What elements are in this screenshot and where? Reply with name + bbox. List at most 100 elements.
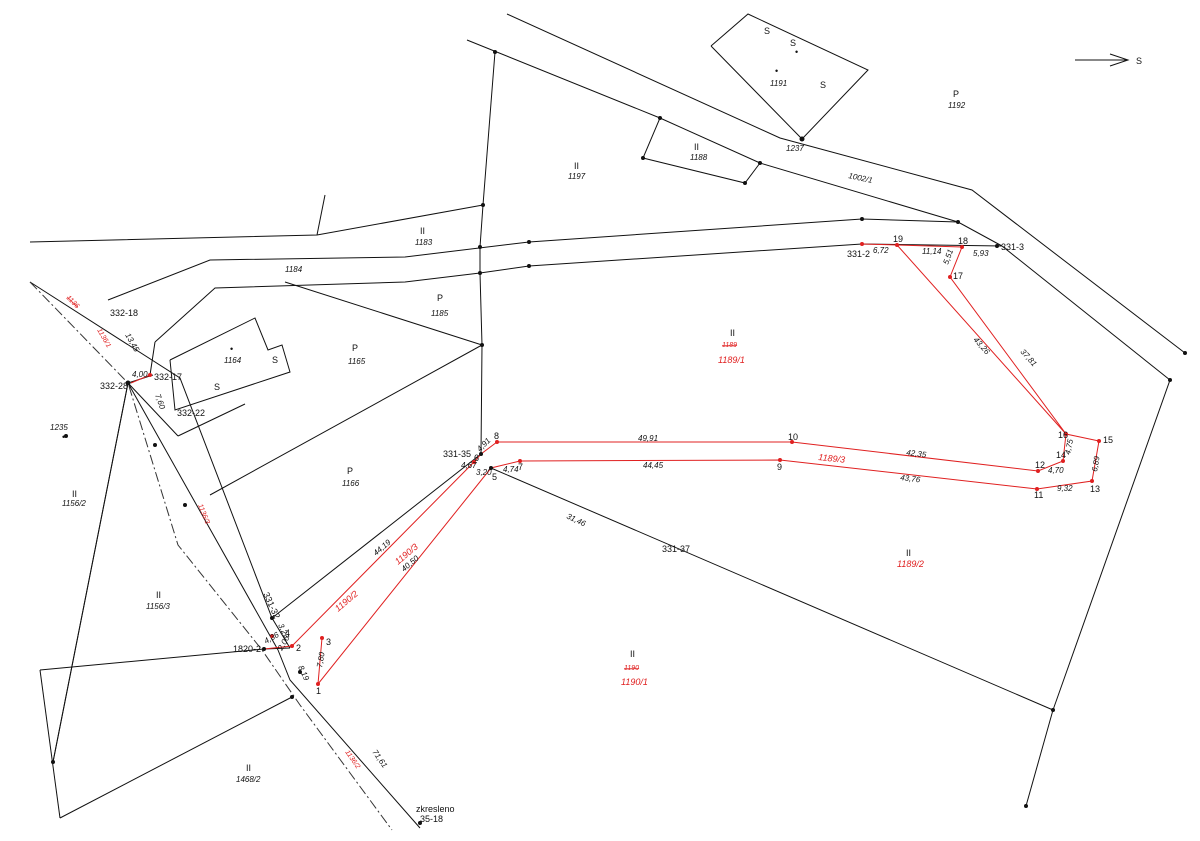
parcel-1189-1: 1189/1 — [718, 355, 745, 365]
svg-text:II: II — [72, 489, 77, 499]
svg-text:17: 17 — [953, 271, 963, 281]
svg-text:42,35: 42,35 — [906, 448, 928, 459]
svg-text:331-32: 331-32 — [261, 591, 282, 621]
svg-text:•: • — [62, 432, 65, 442]
svg-text:II: II — [574, 161, 579, 171]
survey-points-black — [51, 50, 1187, 825]
survey-points-red — [148, 242, 1101, 686]
svg-text:332-28: 332-28 — [100, 381, 128, 391]
svg-text:49,91: 49,91 — [638, 434, 658, 443]
parcel-1136-1: 1136/1 — [95, 328, 112, 350]
svg-text:31,46: 31,46 — [565, 512, 587, 529]
svg-text:332-22: 332-22 — [177, 408, 205, 418]
svg-text:1820-2: 1820-2 — [233, 644, 261, 654]
parcel-1184: 1184 — [285, 265, 303, 274]
svg-text:II: II — [630, 649, 635, 659]
parcel-1235: 1235 — [50, 423, 68, 432]
svg-text:18: 18 — [958, 236, 968, 246]
parcel-1197: 1197 — [568, 172, 586, 181]
svg-text:1: 1 — [316, 686, 321, 696]
svg-text:zkresleno: zkresleno — [416, 804, 455, 814]
svg-text:6,72: 6,72 — [873, 246, 889, 255]
svg-text:10: 10 — [788, 432, 798, 442]
svg-text:•: • — [775, 66, 778, 76]
parcel-1136-3: 1136/3 — [196, 503, 210, 525]
svg-text:3,20: 3,20 — [476, 468, 492, 477]
svg-text:4,91: 4,91 — [475, 436, 492, 453]
svg-text:S: S — [764, 26, 770, 36]
svg-text:7,60: 7,60 — [153, 393, 167, 411]
north-arrow-icon: S — [1075, 53, 1142, 67]
parcel-boundaries — [29, 13, 1186, 829]
svg-text:•: • — [795, 47, 798, 57]
parcel-1190-old: 1190 — [624, 665, 639, 672]
parcel-1136-2: 1136/2 — [343, 749, 361, 770]
svg-text:S: S — [214, 382, 220, 392]
svg-text:9,32: 9,32 — [1057, 484, 1073, 493]
svg-text:3: 3 — [326, 637, 331, 647]
svg-text:332-18: 332-18 — [110, 308, 138, 318]
svg-text:P: P — [347, 466, 353, 476]
svg-text:II: II — [906, 548, 911, 558]
svg-text:6,89: 6,89 — [1090, 455, 1102, 472]
parcel-1185: 1185 — [431, 309, 449, 318]
svg-text:332-17: 332-17 — [154, 372, 182, 382]
land-use-symbols: II II II II II II II II II P P P P S S S… — [62, 26, 959, 773]
parcel-1165: 1165 — [348, 357, 366, 366]
svg-text:5,93: 5,93 — [973, 249, 989, 258]
svg-text:8,19: 8,19 — [296, 664, 311, 682]
svg-text:P: P — [352, 343, 358, 353]
svg-text:P: P — [437, 293, 443, 303]
parcel-1192: 1192 — [948, 101, 966, 110]
svg-text:S: S — [790, 38, 796, 48]
svg-text:5,51: 5,51 — [941, 248, 955, 266]
svg-text:11: 11 — [1034, 490, 1043, 500]
svg-text:8: 8 — [494, 431, 499, 441]
svg-text:P: P — [953, 89, 959, 99]
svg-text:II: II — [420, 226, 425, 236]
svg-text:S: S — [272, 355, 278, 365]
svg-text:II: II — [246, 763, 251, 773]
svg-text:II: II — [730, 328, 735, 338]
svg-text:331-37: 331-37 — [662, 544, 690, 554]
svg-text:12: 12 — [1035, 460, 1045, 470]
parcel-1189-3: 1189/3 — [818, 452, 846, 465]
parcel-1136-old: 1136 — [65, 294, 81, 310]
svg-text:2: 2 — [296, 643, 301, 653]
svg-text:4,75: 4,75 — [1063, 438, 1075, 456]
svg-text:16: 16 — [1058, 430, 1068, 440]
svg-text:7,80: 7,80 — [315, 651, 327, 668]
dimension-labels: 6,72 11,14 5,93 5,51 43,26 37,81 49,91 4… — [123, 246, 1102, 770]
parcel-1166: 1166 — [342, 479, 360, 488]
parcel-1002: 1002/1 — [848, 171, 874, 185]
svg-text:15: 15 — [1103, 435, 1113, 445]
svg-text:43,26: 43,26 — [972, 335, 992, 356]
parcel-1156-2: 1156/2 — [62, 499, 86, 508]
svg-text:4,67: 4,67 — [461, 461, 477, 470]
parcel-1164: 1164 — [224, 356, 242, 365]
svg-text:13,45: 13,45 — [123, 332, 141, 354]
north-label: S — [1136, 56, 1142, 66]
parcel-1190-1: 1190/1 — [621, 677, 648, 687]
svg-text:37,81: 37,81 — [1019, 347, 1039, 368]
svg-text:4: 4 — [285, 628, 290, 638]
svg-text:4,70: 4,70 — [1048, 466, 1064, 475]
parcel-1468-2: 1468/2 — [236, 775, 261, 784]
svg-text:4,74: 4,74 — [503, 465, 519, 474]
parcel-1156-3: 1156/3 — [146, 602, 170, 611]
svg-text:II: II — [694, 142, 699, 152]
parcel-1189-old: 1189 — [722, 342, 737, 349]
svg-text:35-18: 35-18 — [420, 814, 443, 824]
svg-text:4,00: 4,00 — [132, 370, 148, 379]
svg-text:331-2: 331-2 — [847, 249, 870, 259]
parcel-1191: 1191 — [770, 79, 787, 88]
svg-text:13: 13 — [1090, 484, 1100, 494]
cadastral-border-dashdot — [29, 281, 393, 831]
svg-text:•: • — [230, 344, 233, 354]
parcel-1237: 1237 — [786, 144, 804, 153]
parcel-1188: 1188 — [690, 153, 708, 162]
svg-text:7: 7 — [518, 462, 523, 472]
svg-text:14: 14 — [1056, 450, 1066, 460]
svg-text:11,14: 11,14 — [922, 247, 942, 256]
